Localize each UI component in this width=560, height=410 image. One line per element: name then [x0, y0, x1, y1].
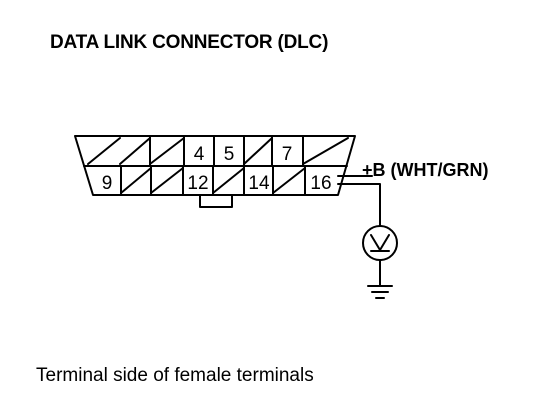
terminal-label-14: 14	[248, 173, 270, 194]
terminal-label-12: 12	[187, 173, 208, 194]
voltmeter-v-symbol	[370, 234, 390, 251]
empty-cavity-mark	[150, 167, 184, 194]
empty-cavity-mark	[119, 137, 151, 165]
empty-cavity-mark	[87, 137, 121, 165]
connector-latch	[199, 194, 233, 208]
diagram-caption: Terminal side of female terminals	[36, 365, 314, 386]
supply-label: +B (WHT/GRN)	[362, 160, 488, 180]
empty-cavity-mark	[243, 137, 273, 165]
terminal-label-9: 9	[102, 173, 113, 194]
empty-cavity-mark	[149, 137, 185, 165]
terminal-label-7: 7	[282, 144, 293, 165]
empty-cavity-mark	[272, 167, 306, 194]
empty-cavity-mark	[302, 137, 349, 165]
terminal-label-4: 4	[194, 144, 205, 165]
empty-cavity-mark	[212, 167, 245, 194]
terminal-label-16: 16	[310, 173, 331, 194]
connector-outline	[74, 135, 356, 196]
voltmeter-circle	[362, 225, 398, 261]
terminal-label-5: 5	[224, 144, 235, 165]
meter-lead	[337, 183, 381, 227]
diagram-title: DATA LINK CONNECTOR (DLC)	[50, 32, 329, 53]
empty-cavity-mark	[120, 167, 152, 194]
